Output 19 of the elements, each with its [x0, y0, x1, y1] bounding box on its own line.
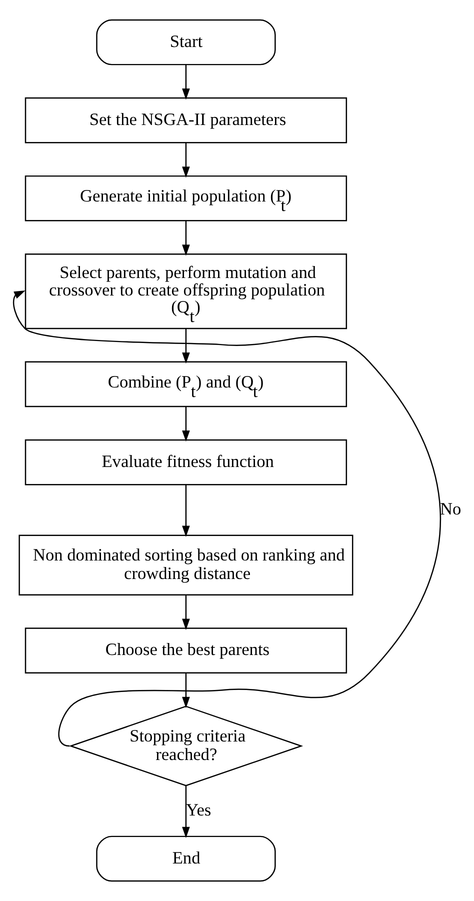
arrow: [182, 143, 190, 178]
node-diamond: Stopping criteria reached?: [68, 706, 304, 786]
node-box: Non dominated sorting based on ranking and crowding distance: [18, 534, 354, 596]
node-box: Start: [96, 19, 276, 66]
node-box: Evaluate fitness function: [24, 439, 348, 486]
arrow: [182, 786, 190, 838]
node-box: Set the NSGA-II parameters: [24, 97, 348, 144]
arrow: [182, 484, 190, 537]
arrow: [182, 672, 190, 708]
edge-label: No: [440, 500, 462, 519]
arrow: [182, 221, 190, 256]
arrow: [182, 328, 190, 364]
node-box: Choose the best parents: [24, 628, 348, 674]
arrow: [182, 594, 190, 630]
arrow: [13, 290, 442, 747]
edge-label: Yes: [186, 800, 212, 820]
arrow: [182, 64, 190, 100]
arrow: [182, 406, 190, 442]
node-box: End: [96, 836, 276, 882]
